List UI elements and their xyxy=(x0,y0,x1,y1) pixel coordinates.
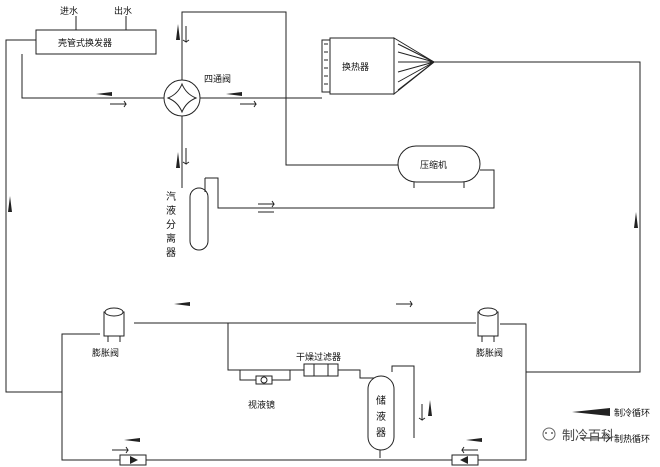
arrow-right-1 xyxy=(110,100,127,108)
shell-tube-label: 壳管式换发器 xyxy=(58,37,112,49)
liquid-receiver-body xyxy=(367,375,395,451)
receiver-label-2: 液 xyxy=(376,410,386,423)
arrow-middle-left xyxy=(174,302,190,306)
watermark: 制冷百科 xyxy=(542,427,614,444)
water-in-label: 进水 xyxy=(60,5,78,17)
arrow-cooling xyxy=(8,24,638,442)
distributor-lines xyxy=(397,43,435,91)
four-way-valve-body xyxy=(163,79,201,117)
arrow-receiver-2 xyxy=(418,404,426,421)
arrow-left-2 xyxy=(226,92,242,96)
pipe-exchanger-to-valve xyxy=(21,54,165,99)
shell-tube-body xyxy=(35,29,157,55)
compressor: 压缩机 xyxy=(397,145,481,188)
legend-cooling-arrow xyxy=(572,408,610,416)
compressor-body xyxy=(397,145,481,183)
four-way-valve-core xyxy=(166,82,198,114)
legend-cooling-label: 制冷循环 xyxy=(614,407,650,419)
arrow-bottom-left-2 xyxy=(112,446,129,454)
arrow-up-receiver xyxy=(428,400,432,416)
separator-label-5: 器 xyxy=(166,247,176,259)
separator-label-4: 离 xyxy=(166,232,176,245)
legend-heating-label: 制热循环 xyxy=(614,433,650,445)
separator-body xyxy=(189,187,209,251)
check-valve-right xyxy=(451,454,479,466)
pipe-filter-to-receiver xyxy=(338,369,380,379)
four-way-valve: 四通阀 xyxy=(163,74,231,117)
dryer-filter-label: 干燥过滤器 xyxy=(296,351,341,363)
arrow-bottom-left xyxy=(124,438,140,442)
arrow-down-valve xyxy=(176,152,180,168)
pipe-heat-exchanger-right xyxy=(434,61,641,373)
sight-glass: 视液镜 xyxy=(248,375,275,411)
dryer-filter: 干燥过滤器 xyxy=(296,351,341,377)
expansion-valve-right-label: 膨胀阀 xyxy=(476,347,503,359)
legend: 制冷循环 制热循环 xyxy=(572,407,650,445)
finned-heat-exchanger: 换热器 xyxy=(321,37,435,96)
pipe-branch-down xyxy=(227,323,304,371)
separator-label-2: 液 xyxy=(166,204,176,217)
sight-glass-label: 视液镜 xyxy=(248,399,275,411)
piping xyxy=(5,11,641,461)
receiver-label-3: 器 xyxy=(376,427,386,439)
watermark-logo-icon xyxy=(542,427,556,441)
legend-heating-arrow xyxy=(580,433,612,443)
receiver-label-1: 储 xyxy=(376,394,386,407)
expansion-valve-right: 膨胀阀 xyxy=(476,307,503,359)
pipe-receiver-out xyxy=(391,365,415,438)
gas-liquid-separator: 汽 液 分 离 器 xyxy=(166,178,209,259)
dryer-filter-body xyxy=(303,363,339,377)
separator-label-1: 汽 xyxy=(166,190,176,203)
pipe-left-outer xyxy=(5,39,100,393)
separator-label-3: 分 xyxy=(166,219,176,231)
compressor-label: 压缩机 xyxy=(420,159,447,171)
arrow-separator-1 xyxy=(258,200,275,208)
check-valve-left xyxy=(119,454,147,466)
watermark-text: 制冷百科 xyxy=(562,429,614,444)
expansion-valve-left-label: 膨胀阀 xyxy=(92,347,119,359)
heat-exchanger-label: 换热器 xyxy=(342,61,369,73)
heat-exchanger-header xyxy=(393,37,435,96)
arrow-down-top xyxy=(182,26,190,43)
arrow-bottom-right xyxy=(466,438,482,442)
shell-tube-exchanger: 进水 出水 壳管式换发器 xyxy=(35,5,157,55)
expansion-valve-left: 膨胀阀 xyxy=(92,307,125,359)
arrow-bottom-right-2 xyxy=(461,446,478,454)
four-way-valve-label: 四通阀 xyxy=(204,74,231,85)
pipe-valve-to-compressor xyxy=(181,11,398,166)
arrow-up-left xyxy=(8,196,12,212)
arrow-right-2 xyxy=(240,100,257,108)
flow-arrows xyxy=(8,24,638,454)
arrow-down-valve-2 xyxy=(182,148,190,165)
arrow-middle-right xyxy=(396,300,413,308)
water-out-label: 出水 xyxy=(114,5,132,17)
arrow-down-right xyxy=(634,212,638,228)
pipe-separator-to-compressor xyxy=(205,169,495,209)
pipe-bottom-loop xyxy=(61,334,527,461)
arrow-heating xyxy=(110,26,478,454)
arrow-left-1 xyxy=(96,92,112,96)
arrow-up-top xyxy=(176,24,180,40)
liquid-receiver: 储 液 器 xyxy=(367,375,395,451)
